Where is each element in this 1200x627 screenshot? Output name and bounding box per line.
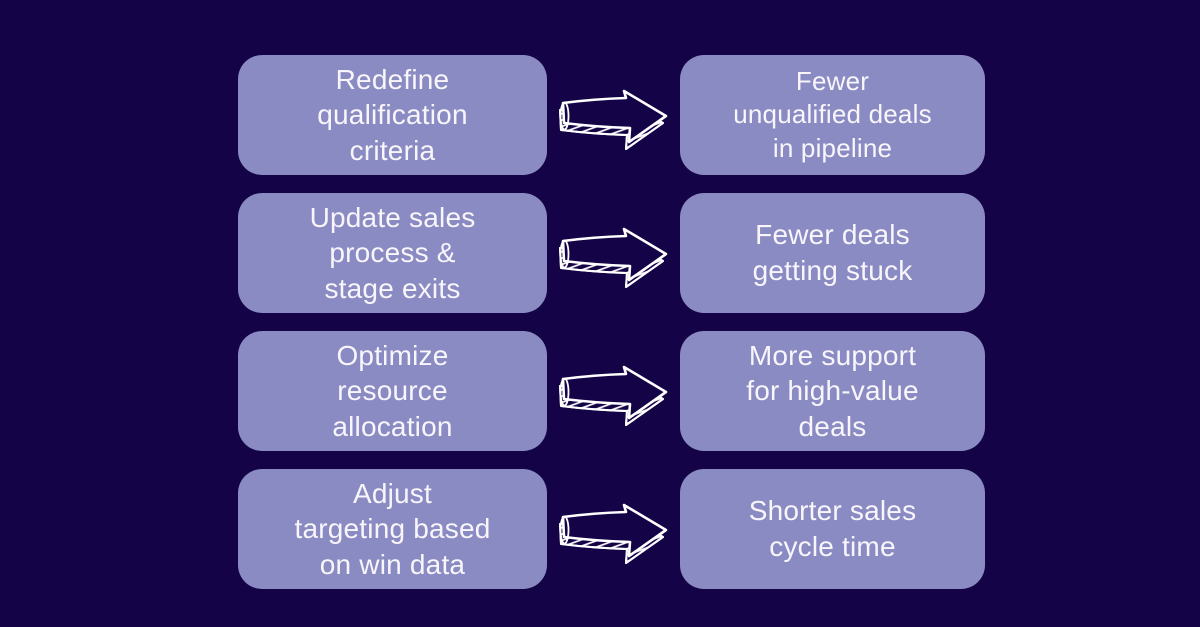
sketch-right-arrow-icon xyxy=(558,503,667,565)
diagram-row: Optimize resource allocation More suppor… xyxy=(238,331,1200,451)
sketch-right-arrow-icon xyxy=(558,365,667,427)
arrow-cell xyxy=(547,331,680,451)
diagram-row: Adjust targeting based on win data Short… xyxy=(238,469,1200,589)
sketch-right-arrow-icon xyxy=(558,227,667,289)
arrow-cell xyxy=(547,193,680,313)
action-box: Redefine qualification criteria xyxy=(238,55,547,175)
action-text: Update sales process & stage exits xyxy=(309,201,476,304)
action-box: Adjust targeting based on win data xyxy=(238,469,547,589)
action-text: Adjust targeting based on win data xyxy=(294,477,491,580)
action-text: Optimize resource allocation xyxy=(332,339,453,442)
result-text: More support for high-value deals xyxy=(746,339,919,442)
result-box: Fewer unqualified deals in pipeline xyxy=(680,55,985,175)
action-box: Optimize resource allocation xyxy=(238,331,547,451)
result-text: Shorter sales cycle time xyxy=(748,495,917,562)
result-text: Fewer unqualified deals in pipeline xyxy=(733,66,932,163)
result-text: Fewer deals getting stuck xyxy=(752,219,913,286)
result-box: More support for high-value deals xyxy=(680,331,985,451)
diagram-row: Update sales process & stage exits Fewer… xyxy=(238,193,1200,313)
arrow-cell xyxy=(547,469,680,589)
sketch-right-arrow-icon xyxy=(558,89,667,151)
arrow-cell xyxy=(547,55,680,175)
result-box: Shorter sales cycle time xyxy=(680,469,985,589)
result-box: Fewer deals getting stuck xyxy=(680,193,985,313)
action-text: Redefine qualification criteria xyxy=(317,63,468,166)
diagram-row: Redefine qualification criteria Fewer un… xyxy=(238,55,1200,175)
action-box: Update sales process & stage exits xyxy=(238,193,547,313)
